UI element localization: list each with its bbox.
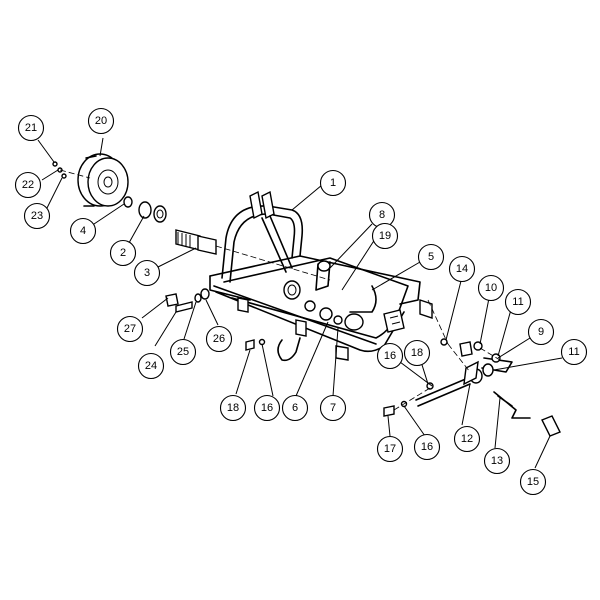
washer-4: [123, 196, 133, 208]
callout-25: 25: [169, 338, 197, 366]
callout-label: 11: [512, 296, 523, 308]
callout-label: 4: [80, 225, 86, 237]
callout-23: 23: [23, 202, 51, 230]
callout-label: 12: [461, 433, 473, 445]
callout-label: 6: [292, 402, 298, 414]
callout-label: 10: [485, 282, 497, 294]
callout-20: 20: [87, 107, 115, 135]
callout-21: 21: [17, 114, 45, 142]
callout-label: 3: [144, 267, 150, 279]
callout-3: 3: [133, 259, 161, 287]
callout-14: 14: [448, 255, 476, 283]
callout-label: 1: [330, 177, 336, 189]
callout-label: 22: [22, 179, 34, 191]
callout-22: 22: [14, 171, 42, 199]
callout-label: 16: [421, 441, 433, 453]
callout-label: 23: [31, 210, 43, 222]
callout-4: 4: [69, 217, 97, 245]
callout-label: 19: [379, 230, 391, 242]
callout-label: 17: [384, 443, 396, 455]
callout-label: 13: [491, 455, 503, 467]
callout-label: 18: [227, 402, 239, 414]
callout-16-left: 16: [253, 394, 281, 422]
callout-18-left: 18: [219, 394, 247, 422]
callout-11-upper: 11: [504, 288, 532, 316]
leader-lines: [37, 137, 563, 469]
callout-label: 18: [411, 347, 423, 359]
callout-26: 26: [205, 325, 233, 353]
callout-15: 15: [519, 468, 547, 496]
callout-12: 12: [453, 425, 481, 453]
callout-27: 27: [116, 315, 144, 343]
callout-label: 25: [177, 346, 189, 358]
callout-24: 24: [137, 352, 165, 380]
callout-11-lower: 11: [560, 338, 588, 366]
callout-label: 26: [213, 333, 225, 345]
callout-label: 2: [120, 247, 126, 259]
stud-parts: [165, 288, 210, 313]
bearing-2: [138, 201, 167, 223]
callout-label: 15: [527, 476, 539, 488]
callout-label: 27: [124, 323, 136, 335]
callout-6: 6: [281, 394, 309, 422]
callout-17: 17: [376, 435, 404, 463]
callout-label: 5: [428, 251, 434, 263]
callout-label: 14: [456, 263, 468, 275]
callout-label: 20: [95, 115, 107, 127]
callout-label: 24: [145, 360, 157, 372]
callout-16-pedal-lower: 16: [413, 433, 441, 461]
callout-18-pedal: 18: [403, 339, 431, 367]
callout-label: 7: [330, 402, 336, 414]
callout-10: 10: [477, 274, 505, 302]
callout-label: 16: [261, 402, 273, 414]
callout-5: 5: [417, 243, 445, 271]
callout-1: 1: [319, 169, 347, 197]
callout-label: 16: [384, 350, 396, 362]
callout-19: 19: [371, 222, 399, 250]
callout-2: 2: [109, 239, 137, 267]
callout-7: 7: [319, 394, 347, 422]
pulley-key-parts: [52, 161, 91, 179]
callout-label: 11: [568, 346, 579, 358]
pedal-assembly: [383, 299, 561, 437]
callout-16-pedal-upper: 16: [376, 342, 404, 370]
main-frame: [209, 190, 433, 362]
pulley: [77, 153, 129, 207]
callout-9: 9: [527, 318, 555, 346]
callout-label: 8: [379, 209, 385, 221]
callout-13: 13: [483, 447, 511, 475]
shaft-3: [175, 229, 331, 281]
callout-label: 21: [25, 122, 37, 134]
callout-label: 9: [538, 326, 544, 338]
